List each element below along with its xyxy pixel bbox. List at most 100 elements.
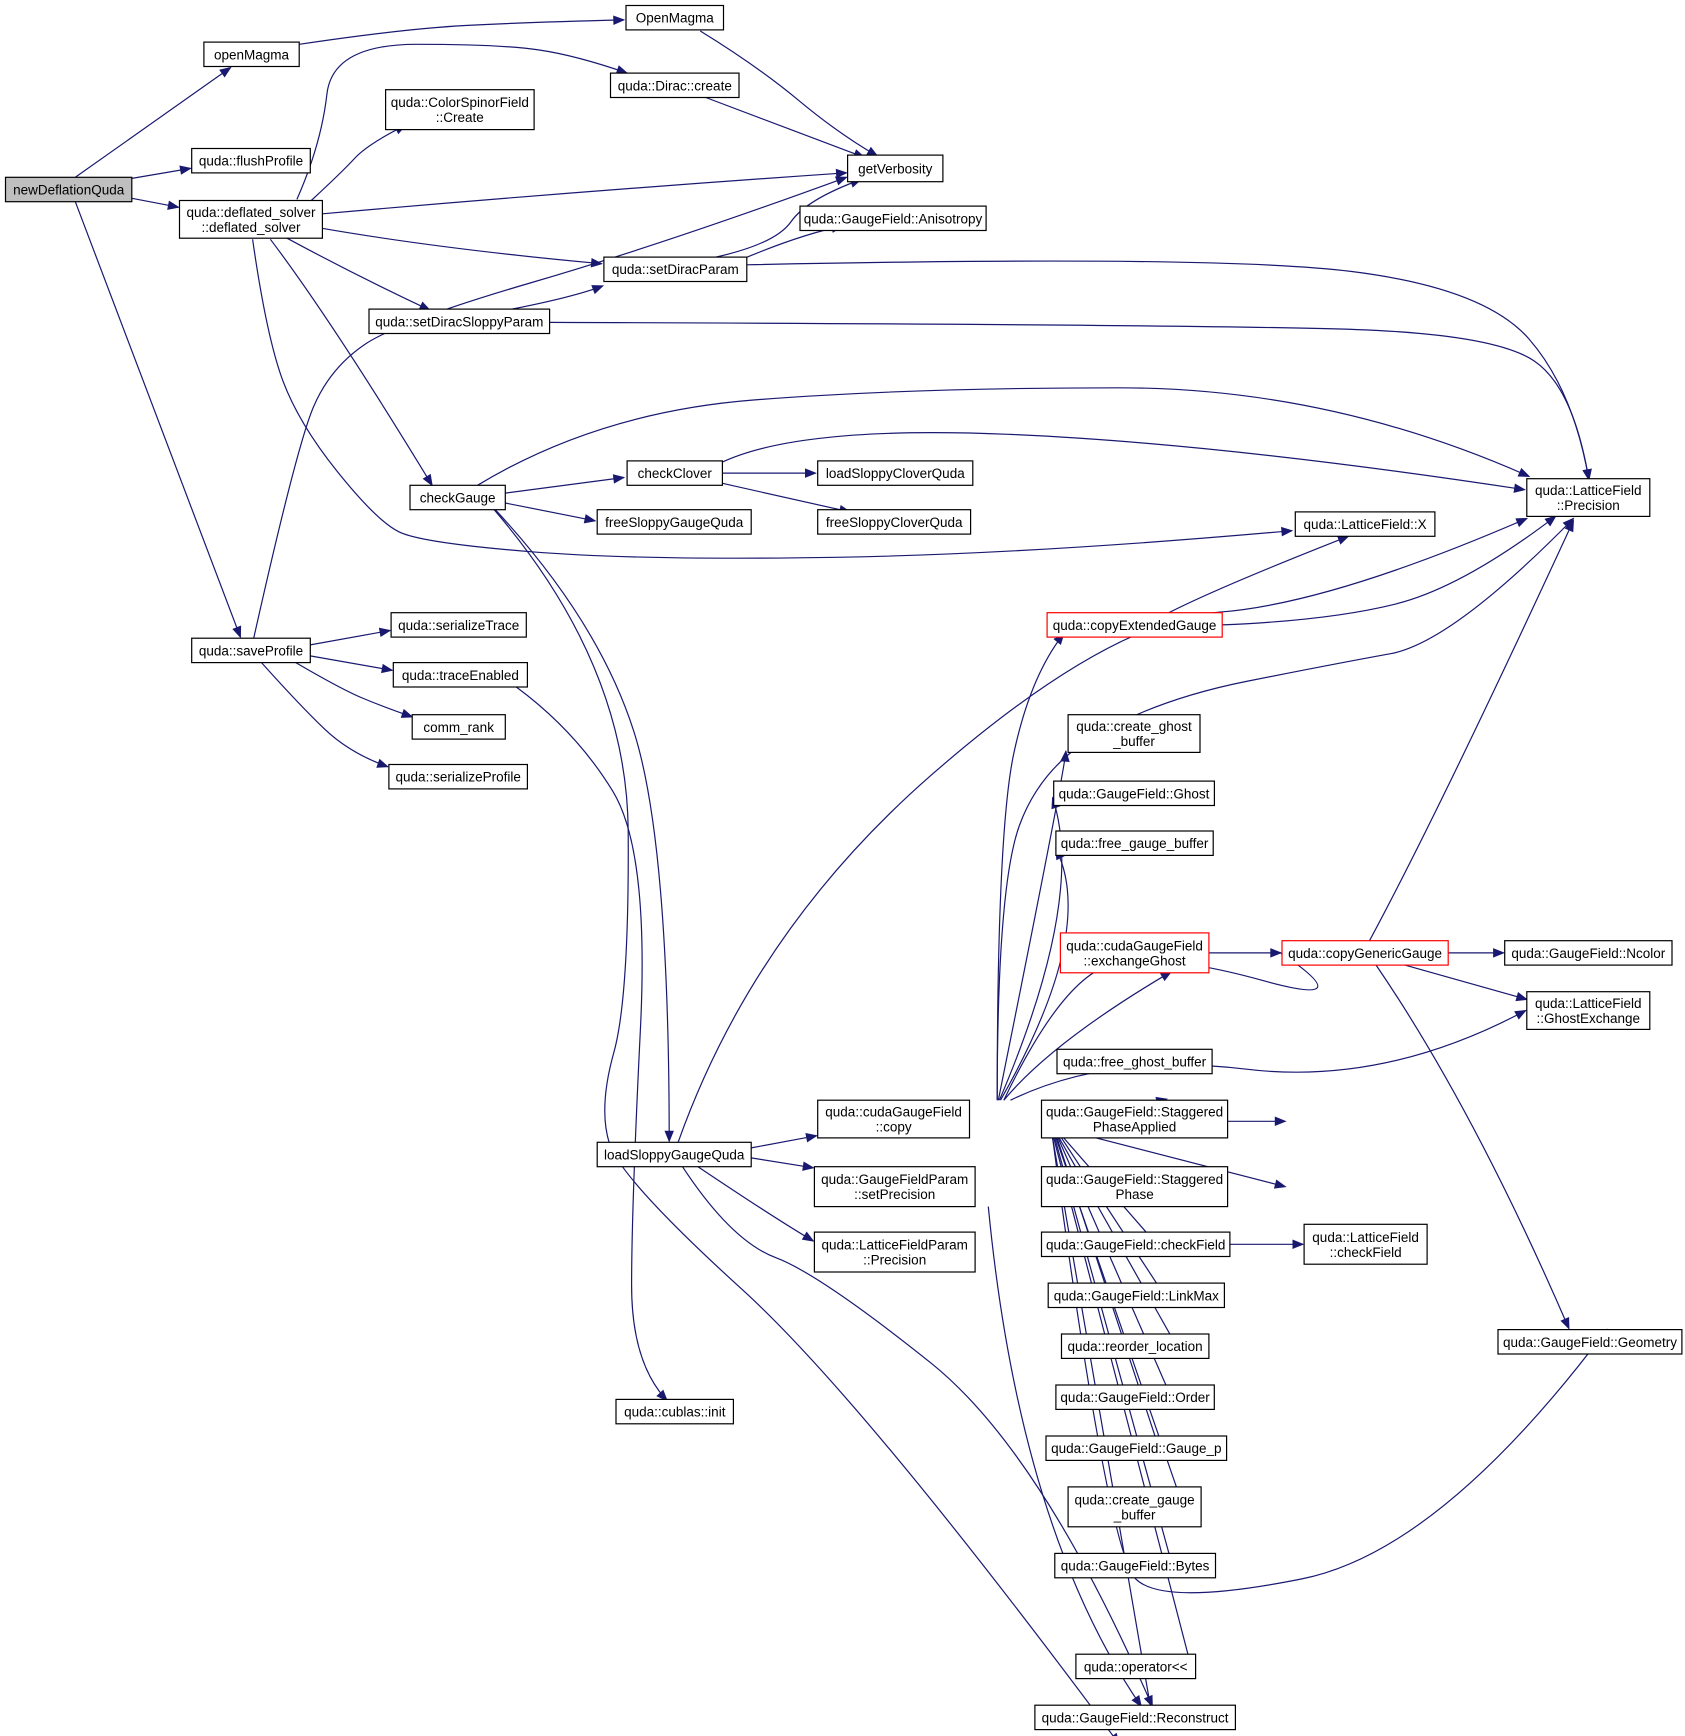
call-edge-openMagma-to-OpenMagma [299,15,626,45]
call-edge-checkClover-to-loadSloppyCloverQuda [722,468,817,478]
node-cublasInit[interactable]: quda::cublas::init [615,1398,735,1425]
node-OpenMagma[interactable]: OpenMagma [625,4,725,31]
node-checkGauge[interactable]: checkGauge [409,484,506,511]
node-label: quda::operator<< [1084,1659,1188,1674]
node-label: quda::GaugeField::Anisotropy [804,211,983,226]
node-getVerbosity[interactable]: getVerbosity [846,154,944,183]
node-setDiracSloppyParam[interactable]: quda::setDiracSloppyParam [368,308,551,335]
node-saveProfile[interactable]: quda::saveProfile [191,637,311,664]
node-copyExtendedGauge[interactable]: quda::copyExtendedGauge [1046,612,1223,638]
node-checkClover[interactable]: checkClover [626,460,723,486]
node-setDiracParam[interactable]: quda::setDiracParam [603,256,748,283]
call-edge-copyGenericGauge-to-ghostExchange [1404,964,1529,1002]
node-reconstruct[interactable]: quda::GaugeField::Reconstruct [1034,1704,1237,1731]
node-lfPrecision[interactable]: quda::LatticeField::Precision [1526,478,1651,518]
node-nColor[interactable]: quda::GaugeField::Ncolor [1504,940,1673,966]
node-label: ::checkField [1330,1245,1402,1260]
node-freeGaugeBuffer[interactable]: quda::free_gauge_buffer [1055,830,1214,856]
node-copyGenericGauge[interactable]: quda::copyGenericGauge [1281,940,1449,966]
call-edge-cgfCopy-to-gfGhost [998,796,1063,1101]
node-lfX[interactable]: quda::LatticeField::X [1294,511,1436,537]
node-label: quda::create_ghost [1076,719,1192,734]
node-diracCreate[interactable]: quda::Dirac::create [609,72,740,99]
node-anisotropy[interactable]: quda::GaugeField::Anisotropy [799,205,987,232]
node-lfpPrecision[interactable]: quda::LatticeFieldParam::Precision [813,1231,976,1273]
node-label: quda::GaugeField::Ghost [1059,786,1210,801]
node-label: ::copy [876,1120,912,1135]
node-label: ::exchangeGhost [1084,953,1186,968]
node-serializeProfile[interactable]: quda::serializeProfile [388,763,528,790]
node-label: quda::GaugeField::Reconstruct [1042,1710,1229,1725]
node-gfOrder[interactable]: quda::GaugeField::Order [1055,1384,1215,1410]
call-edge-saveProfile-to-serializeTrace [310,627,392,646]
node-label: ::Precision [1557,498,1620,513]
node-label: OpenMagma [636,11,715,26]
node-label: loadSloppyGaugeQuda [604,1148,745,1163]
node-serializeTrace[interactable]: quda::serializeTrace [390,612,527,638]
node-csfCreate[interactable]: quda::ColorSpinorField::Create [385,89,535,131]
node-label: quda::LatticeField [1535,996,1642,1011]
call-edge-loadSloppyGaugeQuda-to-lfPrecision [677,517,1529,1143]
node-gfBytes[interactable]: quda::GaugeField::Bytes [1054,1552,1217,1579]
node-label: quda::reorder_location [1068,1339,1203,1354]
node-label: quda::copyGenericGauge [1288,946,1442,961]
node-createGhostBuffer[interactable]: quda::create_ghost_buffer [1067,714,1201,754]
node-reorderLocation[interactable]: quda::reorder_location [1060,1333,1210,1359]
node-freeSloppyGaugeQuda[interactable]: freeSloppyGaugeQuda [596,509,752,535]
call-edge-newDeflationQuda-to-saveProfile [74,201,242,639]
call-edge-loadSloppyGaugeQuda-to-lfpPrecision [697,1166,815,1242]
node-commRank[interactable]: comm_rank [411,714,506,740]
node-label: checkGauge [420,491,496,506]
node-label: quda::free_gauge_buffer [1061,836,1209,851]
call-edge-saveProfile-to-serializeProfile [261,662,390,768]
node-checkField[interactable]: quda::GaugeField::checkField [1040,1231,1231,1258]
node-label: quda::saveProfile [199,643,303,658]
node-label: quda::GaugeField::Ncolor [1511,946,1665,961]
node-linkMax[interactable]: quda::GaugeField::LinkMax [1047,1282,1225,1309]
node-deflated_solver[interactable]: quda::deflated_solver::deflated_solver [178,199,323,239]
node-label: quda::GaugeField::Order [1060,1390,1210,1405]
node-gaugeP[interactable]: quda::GaugeField::Gauge_p [1045,1435,1228,1461]
node-newDeflationQuda[interactable]: newDeflationQuda [4,176,133,203]
call-edge-deflated_solver-to-csfCreate [310,124,407,201]
call-edge-saveProfile-to-traceEnabled [310,655,394,674]
call-edge-setDiracSloppyParam-to-lfPrecision [549,321,1592,482]
node-label: Phase [1115,1187,1153,1202]
node-operatorLtLt[interactable]: quda::operator<< [1075,1653,1197,1680]
node-openMagma[interactable]: openMagma [203,41,300,68]
call-edge-copyGenericGauge-to-lfPrecision [1368,519,1574,941]
call-edge-setDiracSloppyParam-to-setDiracParam [511,285,605,310]
node-label: freeSloppyGaugeQuda [605,515,744,530]
node-ghostExchange[interactable]: quda::LatticeField::GhostExchange [1526,991,1651,1031]
node-flushProfile[interactable]: quda::flushProfile [191,147,311,174]
node-label: quda::setDiracSloppyParam [375,314,543,329]
call-edge-deflated_solver-to-setDiracSloppyParam [286,237,432,311]
node-traceEnabled[interactable]: quda::traceEnabled [392,661,528,688]
call-edge-loadSloppyGaugeQuda-to-reconstruct [681,1166,1153,1708]
node-label: _buffer [1113,1507,1156,1522]
node-gfpSetPrecision[interactable]: quda::GaugeFieldParam::setPrecision [813,1166,976,1208]
call-edge-cgfCopy-to-staggeredPhase [1074,1131,1287,1189]
node-loadSloppyCloverQuda[interactable]: loadSloppyCloverQuda [817,460,974,486]
node-cgfCopy[interactable]: quda::cudaGaugeField::copy [817,1099,971,1139]
call-edge-saveProfile-to-commRank [295,662,414,718]
node-gfGhost[interactable]: quda::GaugeField::Ghost [1053,780,1215,807]
node-geometry[interactable]: quda::GaugeField::Geometry [1497,1328,1683,1355]
call-edge-checkGauge-to-freeSloppyGaugeQuda [505,502,597,524]
node-label: quda::serializeProfile [396,770,521,785]
call-edge-checkField-to-lfCheckField [1229,1239,1305,1250]
call-edge-newDeflationQuda-to-deflated_solver [131,197,180,210]
node-loadSloppyGaugeQuda[interactable]: loadSloppyGaugeQuda [596,1141,752,1168]
node-freeSloppyCloverQuda[interactable]: freeSloppyCloverQuda [817,509,972,535]
call-edge-loadSloppyGaugeQuda-to-cgfCopy [751,1132,818,1149]
node-exchangeGhost[interactable]: quda::cudaGaugeField::exchangeGhost [1059,932,1210,974]
node-label: quda::flushProfile [199,154,303,169]
node-createGaugeBuffer[interactable]: quda::create_gauge_buffer [1067,1486,1202,1528]
node-label: loadSloppyCloverQuda [826,466,965,481]
node-lfCheckField[interactable]: quda::LatticeField::checkField [1303,1223,1428,1265]
call-nodes: newDeflationQuda openMagma OpenMagmaquda::… [4,4,1683,1731]
node-freeGhostBuffer[interactable]: quda::free_ghost_buffer [1056,1048,1213,1075]
call-edge-deflated_solver-to-lfX [252,239,1294,559]
